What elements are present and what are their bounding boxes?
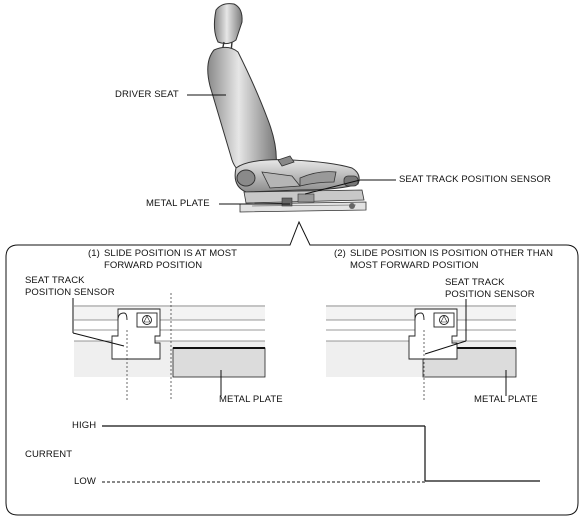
panel-2-title-line2: MOST FORWARD POSITION [350, 260, 479, 271]
signal-current-label: CURRENT [25, 449, 73, 460]
detail-frame [5, 220, 579, 516]
seat-track-sensor-label: SEAT TRACK POSITION SENSOR [399, 174, 551, 185]
panel-1-title-line2: FORWARD POSITION [104, 260, 203, 271]
panel-1-sensor-label-line1: SEAT TRACK [25, 275, 85, 286]
panel-2-sensor-label-line1: SEAT TRACK [445, 277, 505, 288]
panel-2-number: (2) [334, 248, 346, 259]
panel-2-mechanism [326, 305, 517, 400]
driver-seat-illustration [207, 3, 367, 213]
panel-1-sensor-label-line2: POSITION SENSOR [25, 287, 115, 298]
signal-high-label: HIGH [72, 420, 97, 431]
panel-1-metal-plate-label: METAL PLATE [219, 394, 283, 405]
driver-seat-label: DRIVER SEAT [115, 89, 179, 100]
metal-plate-1 [172, 347, 266, 378]
panel-2-metal-plate-label: METAL PLATE [474, 394, 538, 405]
signal-low-label: LOW [74, 476, 96, 487]
panel-1-mechanism [74, 293, 266, 400]
panel-2-leaders [424, 299, 507, 396]
panel-2-title-line1: SLIDE POSITION IS POSITION OTHER THAN [350, 248, 554, 259]
metal-plate-label: METAL PLATE [146, 198, 210, 209]
panel-1-leaders [72, 298, 222, 396]
panel-2-sensor-label-line2: POSITION SENSOR [445, 289, 535, 300]
panel-1-title-line1: SLIDE POSITION IS AT MOST [104, 248, 238, 259]
leader-lines-main [187, 94, 396, 205]
signal-waveform [102, 425, 540, 483]
panel-1-number: (1) [88, 248, 100, 259]
